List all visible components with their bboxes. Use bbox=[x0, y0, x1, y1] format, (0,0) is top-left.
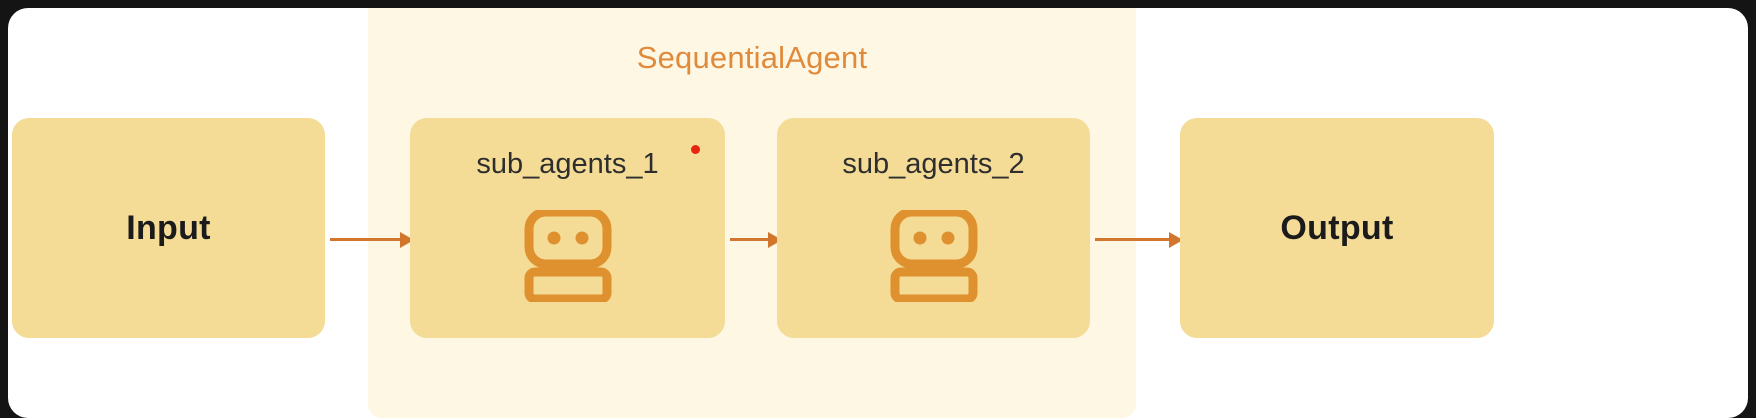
arrow-right-icon-input-to-agent1 bbox=[330, 232, 414, 248]
arrow-shaft bbox=[1095, 238, 1170, 241]
sequential-agent-title: SequentialAgent bbox=[636, 40, 868, 75]
node-sub-agents-2[interactable]: sub_agents_2 bbox=[777, 118, 1090, 338]
robot-icon bbox=[524, 210, 611, 302]
arrow-right-icon-agent1-to-agent2 bbox=[730, 232, 782, 248]
arrow-head bbox=[1169, 232, 1183, 248]
arrow-shaft bbox=[330, 238, 401, 241]
content-card: SequentialAgent Input sub_agents_1 bbox=[8, 8, 1748, 418]
cursor-dot-icon bbox=[691, 145, 700, 154]
node-output-label: Output bbox=[1280, 208, 1394, 247]
node-sub-agents-2-label: sub_agents_2 bbox=[842, 148, 1025, 180]
node-output[interactable]: Output bbox=[1180, 118, 1494, 338]
arrow-right-icon-agent2-to-output bbox=[1095, 232, 1183, 248]
node-input-label: Input bbox=[126, 208, 211, 247]
node-sub-agents-1[interactable]: sub_agents_1 bbox=[410, 118, 725, 338]
node-sub-agents-1-label: sub_agents_1 bbox=[476, 148, 659, 180]
node-input[interactable]: Input bbox=[12, 118, 325, 338]
arrow-shaft bbox=[730, 238, 769, 241]
robot-icon bbox=[890, 210, 977, 302]
